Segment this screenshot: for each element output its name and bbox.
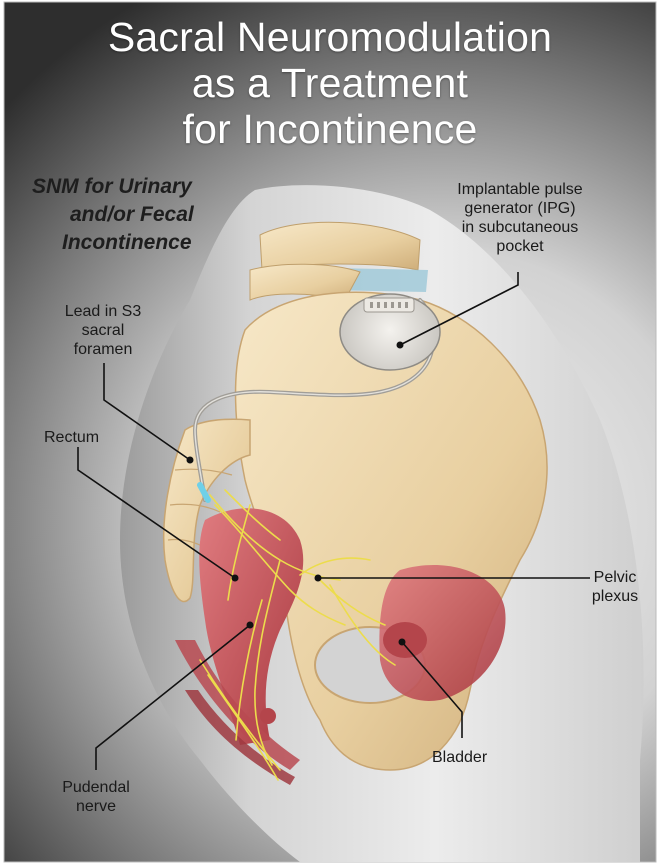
subtitle-line-2: and/or Fecal [70,203,194,227]
ipg-label-line-1: Implantable pulse [420,180,620,199]
title-line-2: as a Treatment [0,60,660,106]
title-line-3: for Incontinence [0,106,660,152]
ipg-label-line-4: pocket [420,237,620,256]
ipg-label: Implantable pulse generator (IPG) in sub… [420,180,620,256]
pudendal-nerve-label-line-2: nerve [46,797,146,816]
subtitle-line-3: Incontinence [62,231,192,255]
pelvic-plexus-label-line-2: plexus [580,587,650,606]
rectum-label: Rectum [44,428,99,447]
lead-label-line-2: sacral [48,321,158,340]
ipg-label-line-2: generator (IPG) [420,199,620,218]
lumbar-vertebrae [250,222,428,300]
lead-label: Lead in S3 sacral foramen [48,302,158,359]
lead-label-line-1: Lead in S3 [48,302,158,321]
pudendal-nerve-label-line-1: Pudendal [46,778,146,797]
pudendal-nerve-label: Pudendal nerve [46,778,146,816]
pelvic-plexus-label: Pelvic plexus [580,568,650,606]
pelvic-plexus-label-line-1: Pelvic [580,568,650,587]
bladder-label: Bladder [432,748,487,767]
title-line-1: Sacral Neuromodulation [0,14,660,60]
ipg-label-line-3: in subcutaneous [420,218,620,237]
lead-label-line-3: foramen [48,340,158,359]
subtitle-line-1: SNM for Urinary [32,175,192,199]
